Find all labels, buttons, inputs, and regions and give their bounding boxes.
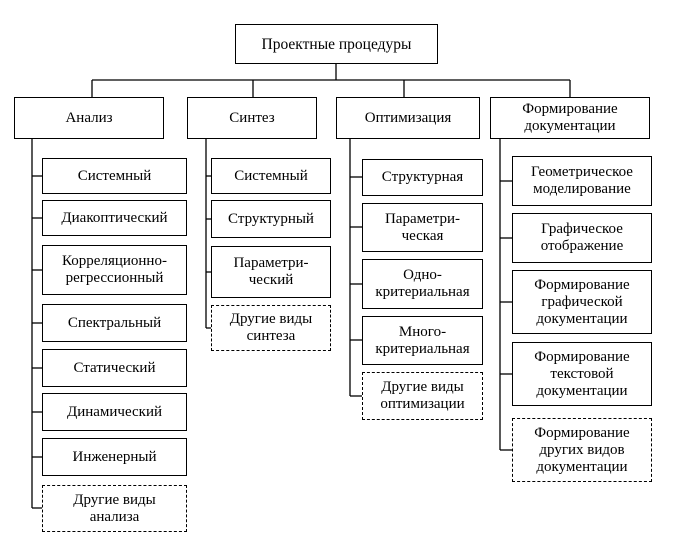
analysis-item: Динамический: [42, 393, 187, 431]
documentation-item: Геометрическое моделирование: [512, 156, 652, 206]
analysis-item: Диакоптический: [42, 200, 187, 236]
synthesis-item-other: Другие виды синтеза: [211, 305, 331, 351]
optimization-item-other: Другие виды оптимизации: [362, 372, 483, 420]
optimization-item: Много- критериальная: [362, 316, 483, 365]
synthesis-item: Параметри- ческий: [211, 246, 331, 298]
branch-node-optimization: Оптимизация: [336, 97, 480, 139]
analysis-item: Спектральный: [42, 304, 187, 342]
documentation-item: Формирование текстовой документации: [512, 342, 652, 406]
branch-node-analysis: Анализ: [14, 97, 164, 139]
synthesis-item: Системный: [211, 158, 331, 194]
documentation-item: Формирование графической документации: [512, 270, 652, 334]
branch-node-documentation: Формирование документации: [490, 97, 650, 139]
analysis-item: Инженерный: [42, 438, 187, 476]
optimization-item: Структурная: [362, 159, 483, 196]
analysis-item: Статический: [42, 349, 187, 387]
analysis-item: Корреляционно- регрессионный: [42, 245, 187, 295]
optimization-item: Одно- критериальная: [362, 259, 483, 309]
branch-node-synthesis: Синтез: [187, 97, 317, 139]
analysis-item: Системный: [42, 158, 187, 194]
synthesis-item: Структурный: [211, 200, 331, 238]
documentation-item: Графическое отображение: [512, 213, 652, 263]
root-node: Проектные процедуры: [235, 24, 438, 64]
analysis-item-other: Другие виды анализа: [42, 485, 187, 532]
optimization-item: Параметри- ческая: [362, 203, 483, 252]
documentation-item-other: Формирование других видов документации: [512, 418, 652, 482]
